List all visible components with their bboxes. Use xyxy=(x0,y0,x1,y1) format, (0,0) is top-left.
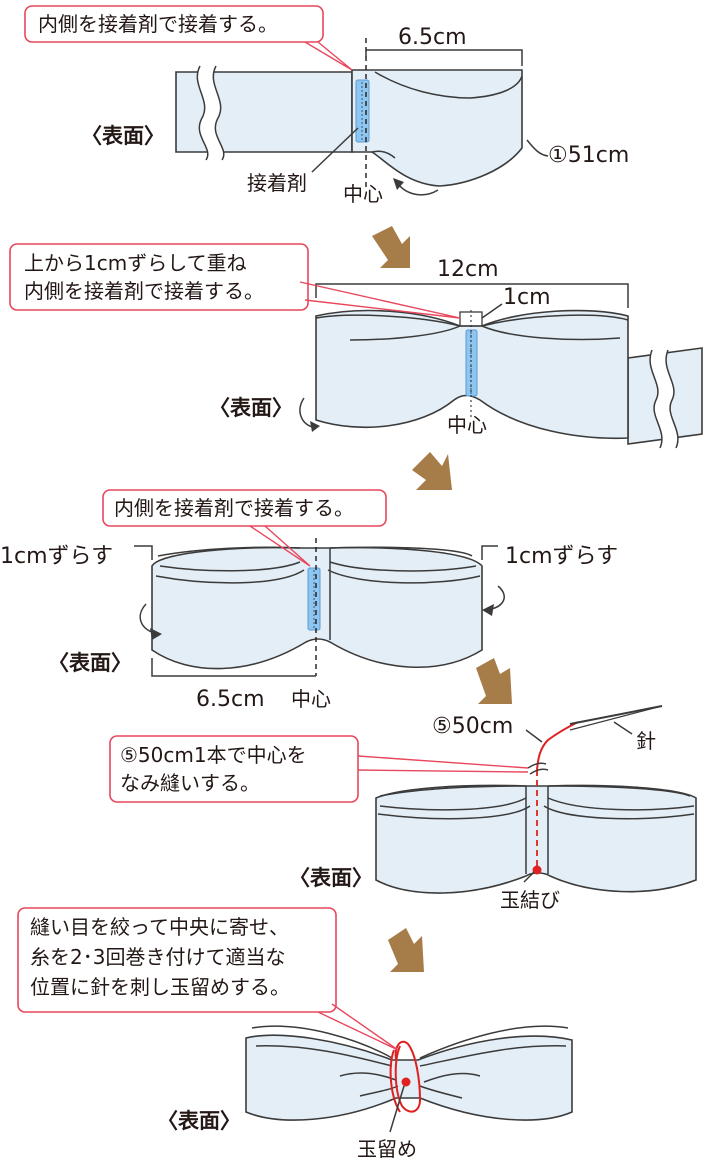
step1-length-label: ①51cm xyxy=(548,143,629,168)
step2-dim-offset: 1cm xyxy=(503,285,551,310)
step3-shift-left: 1cmずらす xyxy=(0,544,113,569)
step5-finish-knot xyxy=(401,1077,411,1087)
step4-thread-label: ⑤50cm xyxy=(432,714,513,739)
step-arrow-4 xyxy=(388,928,424,972)
step-arrow-2 xyxy=(412,452,452,490)
step4-needle-label: 針 xyxy=(636,729,656,753)
step-1: 6.5cm 内側を接着剤で接着する。 〈表面〉 ①51cm 接着剤 中心 xyxy=(24,5,629,206)
needle xyxy=(569,705,663,725)
step1-dim-width: 6.5cm xyxy=(398,25,467,50)
step1-break-symbol xyxy=(197,66,224,160)
step1-callout-text: 内側を接着剤で接着する。 xyxy=(38,12,278,36)
step1-loop xyxy=(351,69,523,187)
step5-front-label: 〈表面〉 xyxy=(157,1109,241,1133)
step4-callout-box xyxy=(109,735,359,803)
step5-callout-line1: 縫い目を絞って中央に寄せ、 xyxy=(30,915,289,939)
step-3: 1cmずらす 1cmずらす 内側を接着剤で接着する。 〈表面〉 6.5cm 中心 xyxy=(0,489,618,712)
step4-bow xyxy=(375,784,697,894)
step5-callout-box xyxy=(17,907,337,1013)
step4-knot xyxy=(532,865,542,875)
step-arrow-1 xyxy=(372,226,410,268)
step4-front-label: 〈表面〉 xyxy=(289,866,373,890)
step-5: 縫い目を絞って中央に寄せ、 糸を2･3回巻き付けて適当な 位置に針を刺し玉留めす… xyxy=(17,907,573,1160)
step3-callout-box xyxy=(102,489,387,527)
step3-center-label: 中心 xyxy=(291,687,331,711)
step1-fold-arrow xyxy=(397,183,439,196)
step2-front-label: 〈表面〉 xyxy=(209,396,293,420)
step2-callout-line2: 内側を接着剤で接着する。 xyxy=(24,279,264,303)
step3-front-label: 〈表面〉 xyxy=(48,651,132,675)
step2-dim-width: 12cm xyxy=(437,257,499,282)
step2-center-label: 中心 xyxy=(447,413,487,437)
step-arrow-3 xyxy=(476,658,512,704)
step5-finish-label: 玉留め xyxy=(357,1137,417,1160)
step2-callout-box xyxy=(9,243,309,311)
step5-wound-thread xyxy=(394,1040,422,1113)
step1-glue-label: 接着剤 xyxy=(247,171,307,195)
step5-callout-line2: 糸を2･3回巻き付けて適当な xyxy=(30,945,285,969)
step3-shift-right: 1cmずらす xyxy=(505,544,618,569)
step-4: ⑤50cm 針 ⑤50cm1本で中心を なみ縫いする。 〈表面〉 玉結び xyxy=(109,705,697,912)
step1-front-label: 〈表面〉 xyxy=(81,124,165,148)
step1-center-label: 中心 xyxy=(343,182,383,206)
step5-callout-line3: 位置に針を刺し玉留めする。 xyxy=(30,975,290,999)
step-2: 1cm 12cm 上から1cmずらして重ね 内側を接着剤で接着する。 〈表面〉 … xyxy=(9,243,703,449)
step3-flip-arrow-right xyxy=(485,585,505,611)
step4-callout-line1: ⑤50cm1本で中心を xyxy=(120,743,307,767)
step1-callout-box xyxy=(24,5,324,43)
step4-callout-line2: なみ縫いする。 xyxy=(120,771,260,795)
step3-callout-text: 内側を接着剤で接着する。 xyxy=(114,496,354,520)
step3-dim-width: 6.5cm xyxy=(196,687,265,712)
step5-bow xyxy=(245,1034,573,1121)
step2-break-symbol xyxy=(650,350,678,448)
step2-callout-line1: 上から1cmずらして重ね xyxy=(24,251,247,275)
step4-knot-label: 玉結び xyxy=(500,888,560,912)
